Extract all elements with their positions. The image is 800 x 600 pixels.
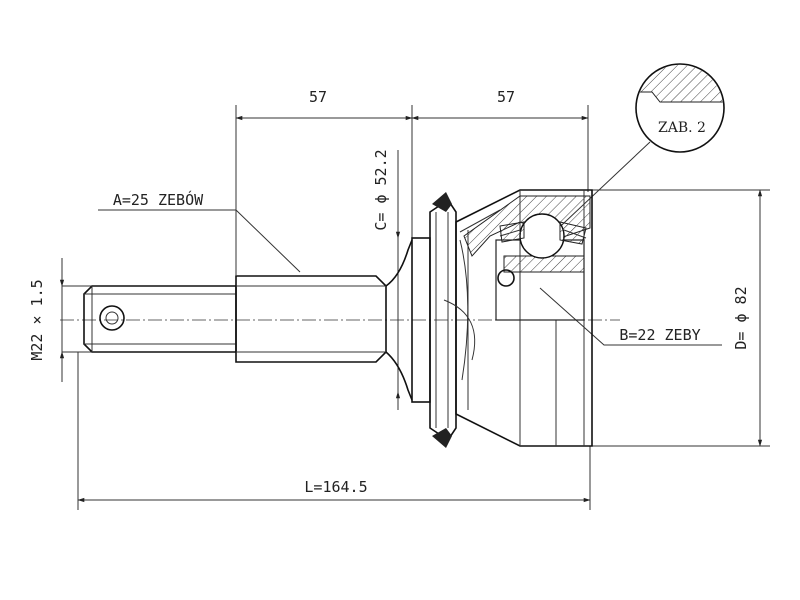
right-width-label: 57 (497, 88, 515, 106)
dimension-lines (59, 105, 770, 510)
c-diameter-label: C= ϕ 52.2 (372, 149, 390, 230)
outer-housing (443, 189, 593, 447)
thread-label: M22 × 1.5 (28, 279, 46, 360)
detail-circle (635, 63, 725, 153)
left-width-label: 57 (309, 88, 327, 106)
flange (411, 192, 457, 448)
detail-label: ZAB. 2 (658, 120, 706, 136)
a-teeth-label: A=25 ZEBÓW (113, 190, 204, 209)
b-teeth-label: B=22 ZEBY (619, 326, 700, 344)
d-diameter-label: D= ϕ 82 (732, 286, 750, 349)
length-label: L=164.5 (304, 478, 367, 496)
shaft (83, 239, 413, 401)
